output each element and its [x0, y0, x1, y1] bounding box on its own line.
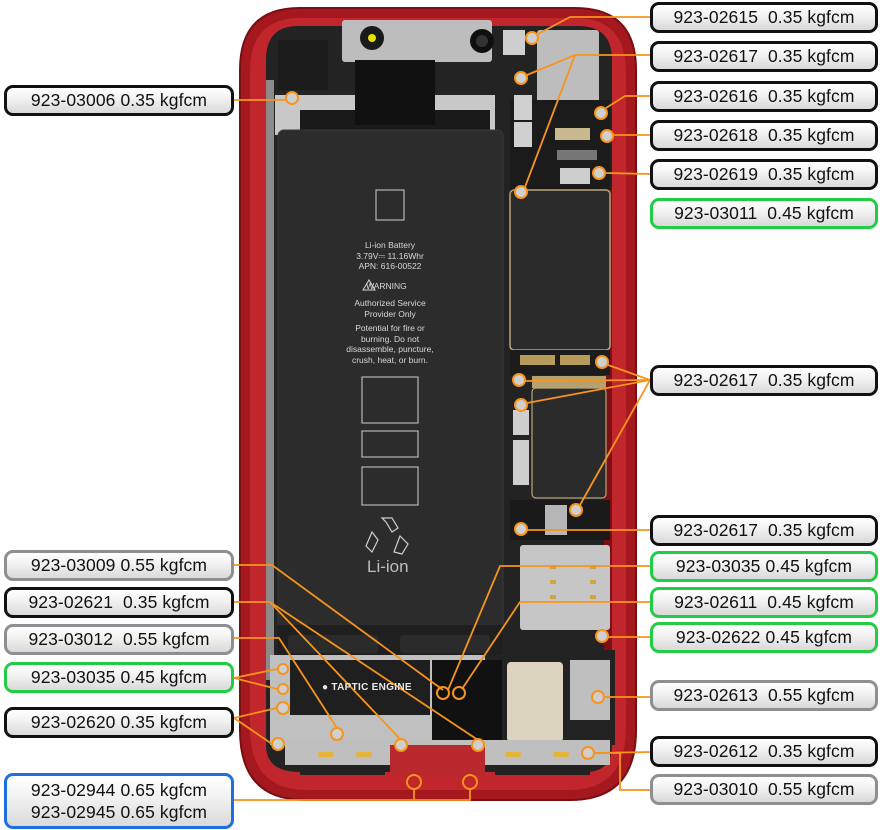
warning-triangle-icon [362, 279, 376, 291]
screw-label-923-02617-top: 923-02617 0.35 kgfcm [650, 41, 878, 72]
screw-label-923-02944-02945: 923-02944 0.65 kgfcm 923-02945 0.65 kgfc… [4, 773, 234, 829]
apple-logo-icon: ● [322, 682, 332, 693]
screw-label-923-03035-right: 923-03035 0.45 kgfcm [650, 551, 878, 582]
battery-apn: APN: 616-00522 [358, 261, 422, 271]
battery-warning: WARNING [366, 281, 407, 291]
screw-label-923-02619: 923-02619 0.35 kgfcm [650, 159, 878, 190]
battery-service-note: Authorized Service Provider Only [330, 298, 450, 319]
rf-shield [537, 30, 599, 110]
screw-label-923-02622: 923-02622 0.45 kgfcm [650, 622, 878, 653]
recycle-label: Li-ion [367, 557, 409, 576]
screw-label-923-02615: 923-02615 0.35 kgfcm [650, 2, 878, 33]
service-line-2: Provider Only [364, 308, 416, 319]
battery-rating: 3.79V⎓ 11.16Whr [356, 250, 424, 261]
screw-label-923-02617-mid: 923-02617 0.35 kgfcm [650, 365, 878, 396]
screw-label-923-03009: 923-03009 0.55 kgfcm [4, 550, 234, 581]
screw-label-923-02616: 923-02616 0.35 kgfcm [650, 81, 878, 112]
battery-title: Li-ion Battery [364, 240, 416, 250]
service-line-1: Authorized Service [354, 298, 426, 308]
label-line-923-02944: 923-02944 0.65 kgfcm [30, 780, 208, 800]
recycle-icon [365, 517, 409, 555]
screws [271, 31, 614, 760]
taptic-engine [290, 660, 430, 715]
label-line-923-02945: 923-02945 0.65 kgfcm [30, 802, 208, 822]
screw-label-923-02621: 923-02621 0.35 kgfcm [4, 587, 234, 618]
screw-label-923-03011: 923-03011 0.45 kgfcm [650, 198, 878, 229]
battery-info: Li-ion Battery 3.79V⎓ 11.16Whr APN: 616-… [340, 240, 440, 272]
screw-label-923-02620: 923-02620 0.35 kgfcm [4, 707, 234, 738]
screw-label-923-03012: 923-03012 0.55 kgfcm [4, 624, 234, 655]
battery [277, 129, 504, 631]
caution-line-3: disassemble, puncture, [346, 344, 434, 354]
taptic-engine-label: ● TAPTIC ENGINE [322, 682, 412, 693]
sim-reader [520, 545, 610, 630]
screw-label-923-03010: 923-03010 0.55 kgfcm [650, 774, 878, 805]
logic-board-lower [531, 387, 607, 499]
caution-line-2: burning. Do not [360, 333, 420, 344]
screw-label-923-02611: 923-02611 0.45 kgfcm [650, 587, 878, 618]
screw-label-923-03035-left: 923-03035 0.45 kgfcm [4, 662, 234, 693]
logic-board-upper [509, 189, 611, 351]
screw-label-923-02613: 923-02613 0.55 kgfcm [650, 680, 878, 711]
caution-line-1: Potential for fire or [355, 323, 425, 333]
taptic-engine-text: TAPTIC ENGINE [331, 682, 412, 693]
leader-lines [233, 16, 651, 801]
screw-label-923-02612: 923-02612 0.35 kgfcm [650, 736, 878, 767]
battery-caution: Potential for fire or burning. Do not di… [320, 323, 460, 365]
caution-line-4: crush, heat, or burn. [351, 354, 429, 365]
screw-label-923-02617-lower: 923-02617 0.35 kgfcm [650, 515, 878, 546]
screw-label-923-03006: 923-03006 0.35 kgfcm [4, 85, 234, 116]
speaker-shield [507, 662, 563, 742]
screw-label-923-02618: 923-02618 0.35 kgfcm [650, 120, 878, 151]
